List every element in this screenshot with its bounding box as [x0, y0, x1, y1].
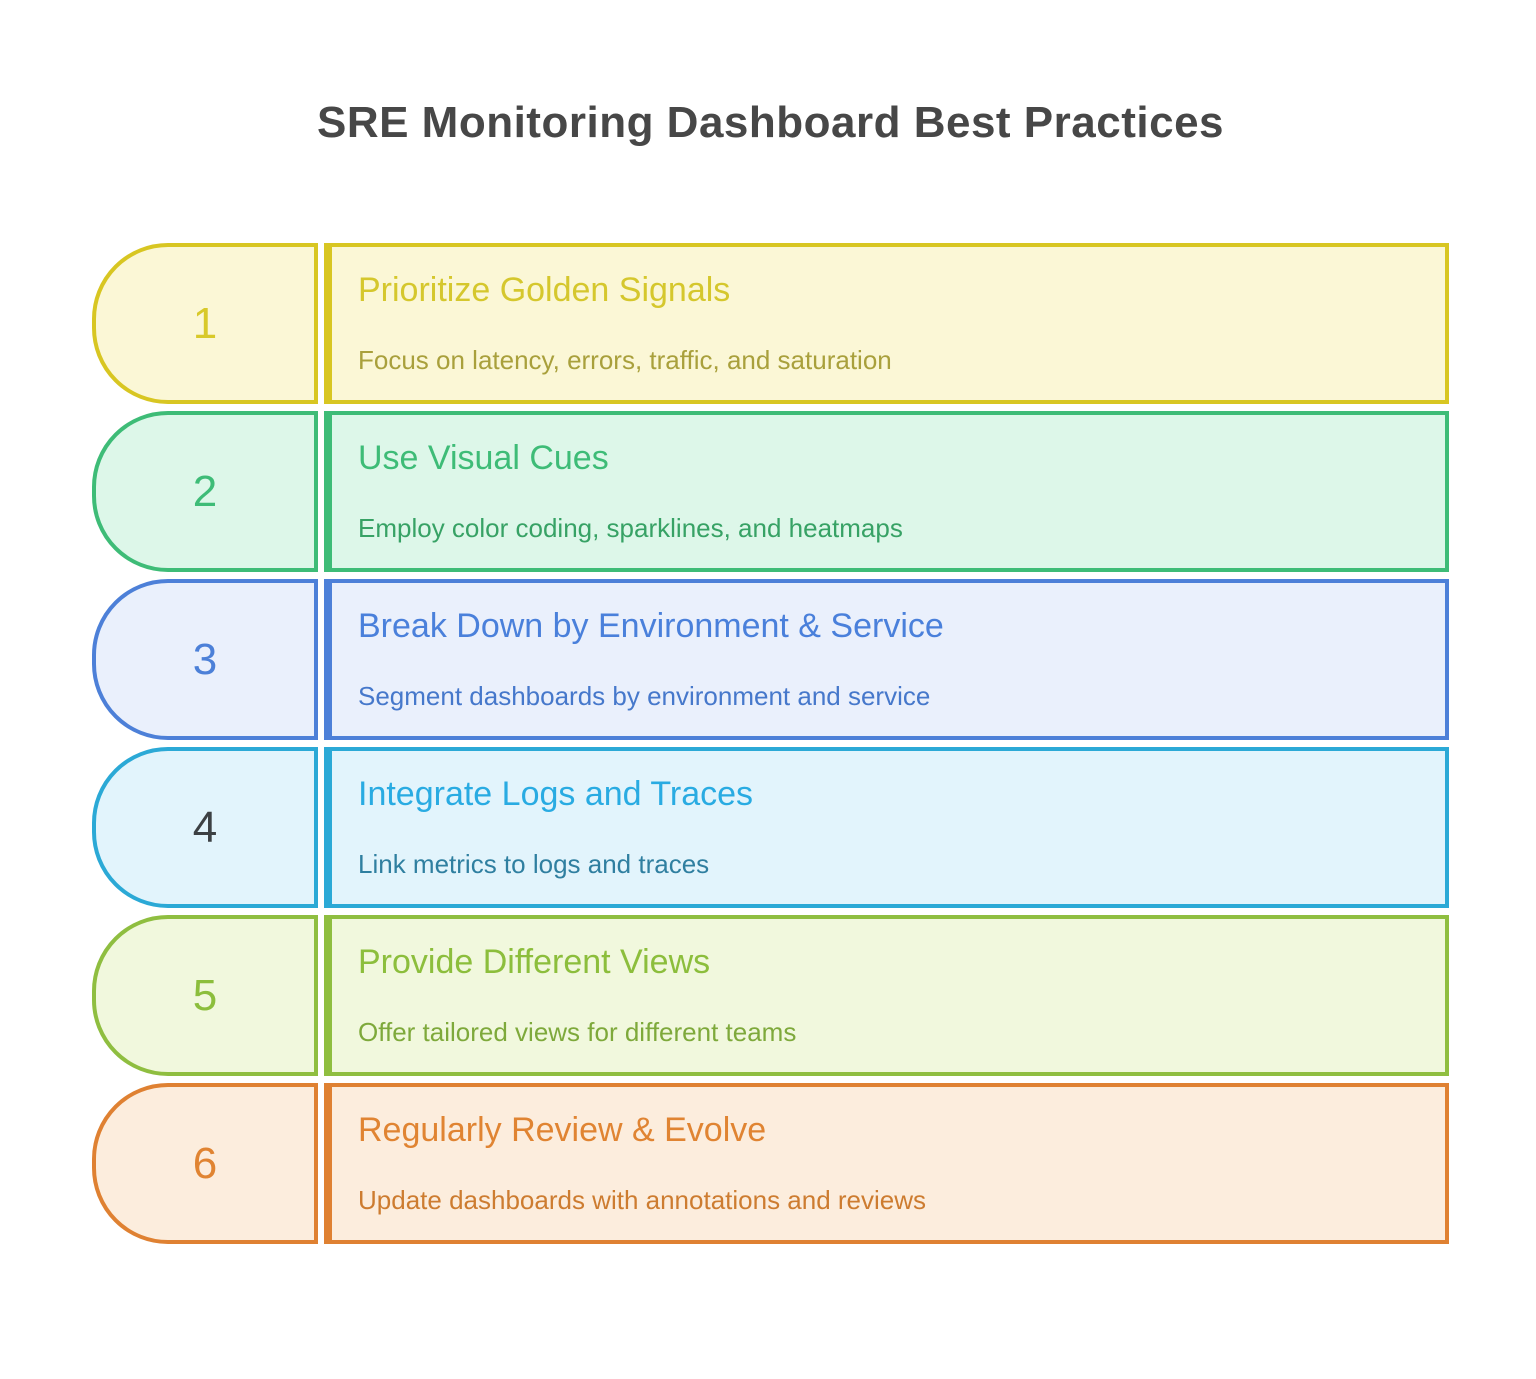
practice-card-6: Regularly Review & Evolve Update dashboa… [324, 1083, 1449, 1244]
practice-description-1: Focus on latency, errors, traffic, and s… [358, 345, 892, 375]
practice-row-5: 5 Provide Different Views Offer tailored… [92, 915, 1449, 1076]
step-badge-1: 1 [92, 243, 318, 404]
step-number-4: 4 [192, 802, 218, 852]
practice-title-4: Integrate Logs and Traces [358, 775, 754, 813]
practice-card-2: Use Visual Cues Employ color coding, spa… [324, 411, 1449, 572]
practice-title-3: Break Down by Environment & Service [358, 607, 944, 645]
page-title: SRE Monitoring Dashboard Best Practices [316, 98, 1225, 147]
step-number-5: 5 [192, 970, 218, 1020]
practice-title-1: Prioritize Golden Signals [358, 271, 731, 309]
practice-row-6: 6 Regularly Review & Evolve Update dashb… [92, 1083, 1449, 1244]
practice-row-4: 4 Integrate Logs and Traces Link metrics… [92, 747, 1449, 908]
practice-description-4: Link metrics to logs and traces [358, 849, 710, 879]
step-badge-5: 5 [92, 915, 318, 1076]
step-number-1: 1 [192, 298, 218, 348]
practice-title-5: Provide Different Views [358, 943, 711, 981]
practice-card-4: Integrate Logs and Traces Link metrics t… [324, 747, 1449, 908]
practice-row-3: 3 Break Down by Environment & Service Se… [92, 579, 1449, 740]
practice-description-6: Update dashboards with annotations and r… [358, 1185, 927, 1215]
practice-card-1: Prioritize Golden Signals Focus on laten… [324, 243, 1449, 404]
practice-description-3: Segment dashboards by environment and se… [358, 681, 931, 711]
practice-title-2: Use Visual Cues [358, 439, 609, 477]
step-badge-4: 4 [92, 747, 318, 908]
practice-title-6: Regularly Review & Evolve [358, 1111, 767, 1149]
practice-card-3: Break Down by Environment & Service Segm… [324, 579, 1449, 740]
best-practices-list: 1 Prioritize Golden Signals Focus on lat… [92, 243, 1449, 1251]
step-badge-3: 3 [92, 579, 318, 740]
step-number-3: 3 [192, 634, 218, 684]
practice-row-2: 2 Use Visual Cues Employ color coding, s… [92, 411, 1449, 572]
step-number-6: 6 [192, 1138, 218, 1188]
practice-row-1: 1 Prioritize Golden Signals Focus on lat… [92, 243, 1449, 404]
step-number-2: 2 [192, 466, 218, 516]
step-badge-2: 2 [92, 411, 318, 572]
practice-description-5: Offer tailored views for different teams [358, 1017, 797, 1047]
practice-card-5: Provide Different Views Offer tailored v… [324, 915, 1449, 1076]
practice-description-2: Employ color coding, sparklines, and hea… [358, 513, 903, 543]
step-badge-6: 6 [92, 1083, 318, 1244]
